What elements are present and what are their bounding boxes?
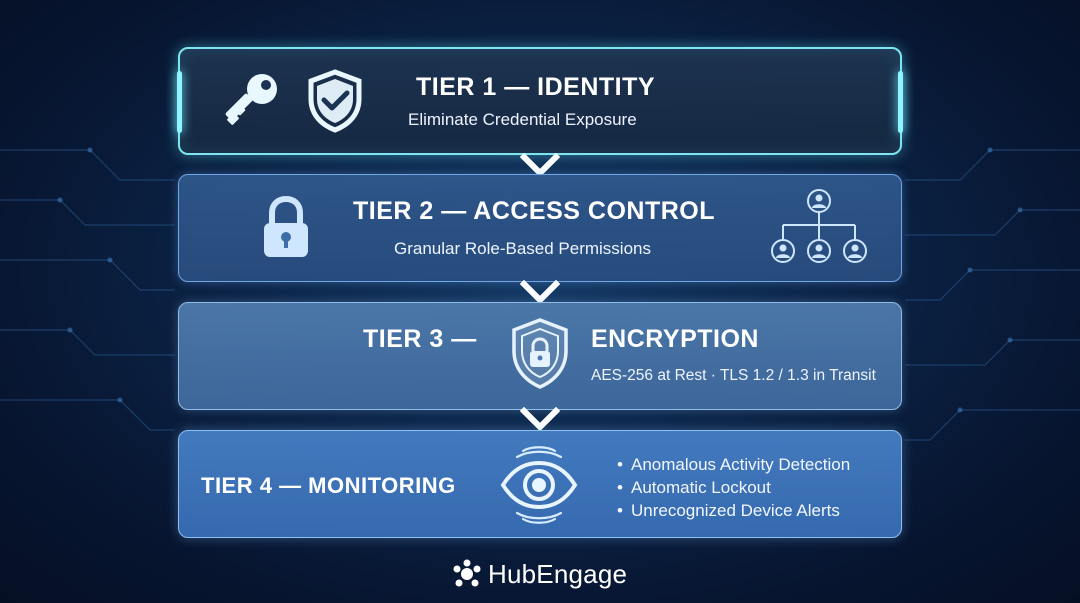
tier-3-title-left: TIER 3 — [363, 325, 477, 353]
shield-lock-icon [512, 318, 568, 389]
tier-1-title: TIER 1 — IDENTITY [416, 73, 656, 101]
list-item: •Automatic Lockout [617, 478, 771, 497]
padlock-icon [264, 195, 308, 257]
shield-check-icon [308, 69, 362, 133]
hubengage-logo-icon [453, 559, 481, 587]
brand-logo: HubEngage [452, 557, 627, 591]
chevron-down-icon [520, 407, 560, 432]
tier-3-card: TIER 3 — ENCRYPTION AES-256 at Rest · TL… [178, 302, 902, 410]
list-item: •Unrecognized Device Alerts [617, 501, 840, 520]
key-icon [225, 74, 277, 125]
chevron-down-icon [520, 280, 560, 305]
tier-2-title: TIER 2 — ACCESS CONTROL [353, 197, 715, 225]
tier-3-subtitle: AES-256 at Rest · TLS 1.2 / 1.3 in Trans… [591, 367, 876, 384]
eye-icon [500, 446, 578, 524]
tier-4-card: TIER 4 — MONITORING •Anomalous Activity … [178, 430, 902, 538]
tier-1-right-glow [898, 71, 903, 133]
chevron-down-icon [520, 153, 560, 178]
org-chart-icon [771, 189, 867, 263]
tier-1-card: TIER 1 — IDENTITY Eliminate Credential E… [177, 47, 903, 155]
tier-4-bullet-list: •Anomalous Activity Detection •Automatic… [617, 453, 850, 522]
tier-4-title: TIER 4 — MONITORING [201, 473, 456, 498]
list-item: •Anomalous Activity Detection [617, 455, 851, 474]
brand-name: HubEngage [488, 558, 628, 589]
tier-3-title-right: ENCRYPTION [591, 325, 759, 353]
tier-2-card: TIER 2 — ACCESS CONTROL Granular Role-Ba… [178, 174, 902, 282]
tier-2-subtitle: Granular Role-Based Permissions [394, 239, 651, 258]
tier-1-left-glow [177, 71, 182, 133]
tier-1-subtitle: Eliminate Credential Exposure [408, 110, 637, 129]
